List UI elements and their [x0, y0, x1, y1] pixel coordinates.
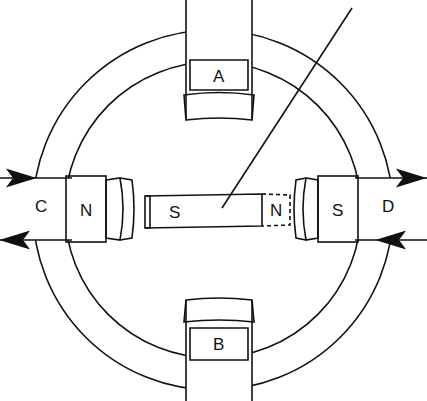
- pole-face: [120, 178, 134, 240]
- pole-shoe: [184, 298, 254, 322]
- magnet-pole: N: [80, 202, 92, 219]
- rotor-end: [145, 196, 150, 228]
- current-arrow: [8, 170, 34, 186]
- pole-label: C: [35, 198, 47, 215]
- current-arrow: [398, 170, 424, 186]
- magnet-pole: S: [332, 202, 343, 219]
- pole-label: D: [382, 198, 394, 215]
- rotor-bar: [145, 194, 262, 228]
- magnet-pole: S: [169, 204, 180, 221]
- pole-coil: [66, 176, 106, 242]
- pole-coil: [318, 176, 358, 242]
- current-arrow: [2, 232, 28, 248]
- rotor-pole-dashed: [262, 194, 290, 226]
- pole-label: B: [213, 336, 224, 353]
- pole-coil: [190, 328, 248, 360]
- pole-shoe: [106, 178, 123, 240]
- pole-shoe: [184, 93, 254, 121]
- magnet-pole: N: [270, 202, 282, 219]
- current-arrow: [378, 232, 404, 248]
- pole-coil: [190, 60, 248, 90]
- pole-label: A: [213, 68, 224, 85]
- stator-outer: [33, 30, 393, 390]
- rotor-pointer: [222, 8, 352, 208]
- pole-shoe: [303, 178, 318, 240]
- pole-face: [294, 178, 306, 240]
